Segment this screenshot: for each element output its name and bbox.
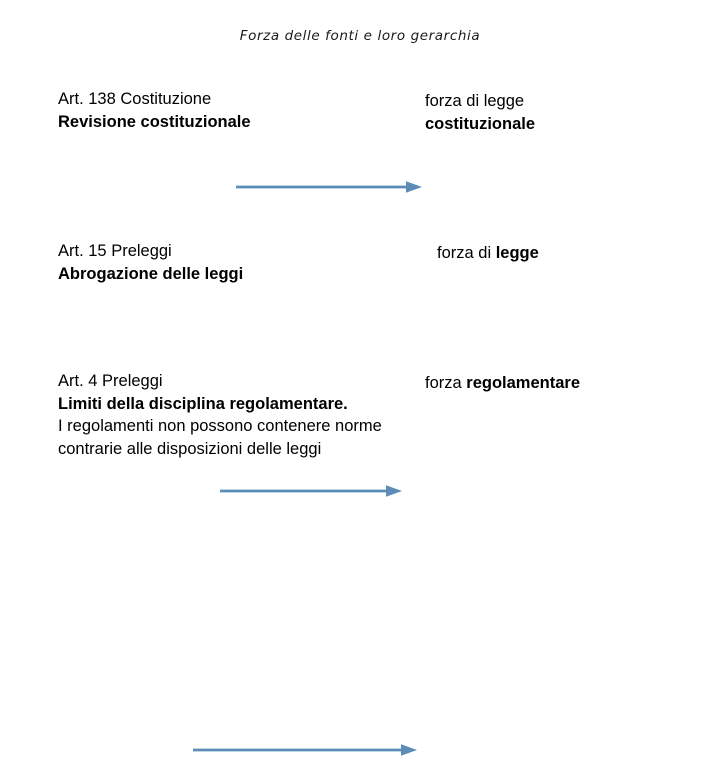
row-2-right-line-1: forza di legge [437,242,539,265]
row-3-right-line-1: forza regolamentare [425,372,580,395]
row-1-left-line-2: Revisione costituzionale [58,112,251,131]
row-1-right-text: forza di legge costituzionale [425,90,535,135]
row-2-left-line-2: Abrogazione delle leggi [58,264,244,283]
row-2-left-text: Art. 15 Preleggi Abrogazione delle leggi [58,240,243,285]
row-1-left-line-1: Art. 138 Costituzione [58,90,212,108]
page-title: Forza delle fonti e loro gerarchia [239,28,481,44]
row-3-left-line-1: Art. 4 Preleggi [58,372,163,390]
arrow-right-icon-3 [193,741,417,759]
row-2-right-text: forza di legge [437,242,539,265]
arrow-right-icon-1 [236,178,422,196]
row-3-left-line-2: Limiti della disciplina regolamentare. [58,394,348,413]
row-1-right-line-1: forza di legge [425,92,525,110]
row-3-right-text: forza regolamentare [425,372,580,395]
arrow-right-icon-2 [220,482,402,500]
row-3-left-line-4: contrarie alle disposizioni delle leggi [58,439,322,458]
row-2-left-line-1: Art. 15 Preleggi [58,242,172,260]
row-3-left-text: Art. 4 Preleggi Limiti della disciplina … [58,370,382,460]
row-3-right-line-1-bold: regolamentare [466,374,580,392]
row-3-left-line-3: I regolamenti non possono contenere norm… [58,417,382,435]
slide-canvas: Forza delle fonti e loro gerarchia Art. … [58,28,580,756]
row-2-right-line-1-bold: legge [495,244,539,262]
row-2-right-line-1-regular: forza di [437,244,496,262]
row-1-right-line-2: costituzionale [425,114,536,133]
row-3-right-line-1-regular: forza [425,374,467,392]
row-1-left-text: Art. 138 Costituzione Revisione costituz… [58,88,251,133]
